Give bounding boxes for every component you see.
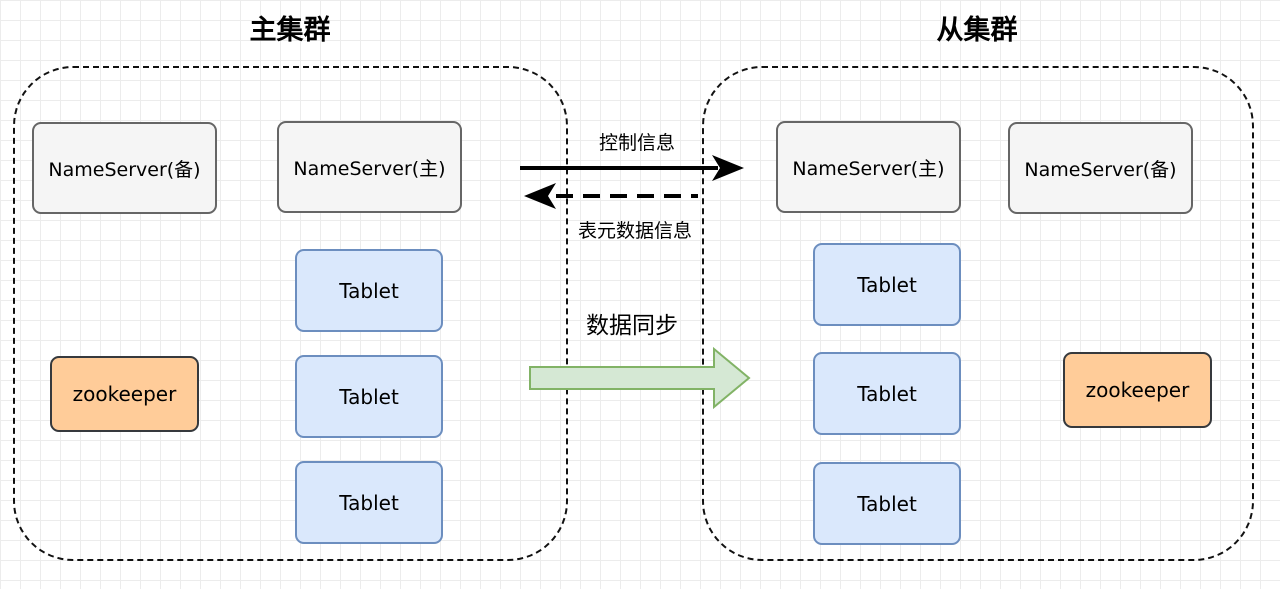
secondary-nameserver-master[interactable]: NameServer(主) [776,121,961,213]
primary-cluster-title: 主集群 [249,15,331,46]
secondary-nameserver-backup[interactable]: NameServer(备) [1008,122,1193,214]
data-sync-arrow[interactable] [529,346,751,410]
secondary-tablet-3[interactable]: Tablet [813,462,961,545]
control-info-label: 控制信息 [598,132,675,154]
secondary-zookeeper[interactable]: zookeeper [1063,352,1212,428]
table-metadata-label: 表元数据信息 [577,220,692,242]
primary-nameserver-master[interactable]: NameServer(主) [277,121,462,213]
control-info-arrow[interactable] [520,155,744,181]
table-metadata-arrow[interactable] [524,183,698,209]
primary-zookeeper[interactable]: zookeeper [50,356,199,432]
primary-nameserver-backup[interactable]: NameServer(备) [32,122,217,214]
primary-tablet-2[interactable]: Tablet [295,355,443,438]
primary-cluster[interactable] [13,66,568,561]
primary-tablet-3[interactable]: Tablet [295,461,443,544]
secondary-tablet-2[interactable]: Tablet [813,352,961,435]
secondary-cluster[interactable] [702,66,1254,561]
secondary-cluster-title: 从集群 [936,15,1018,46]
secondary-tablet-1[interactable]: Tablet [813,243,961,326]
data-sync-label: 数据同步 [586,313,678,339]
primary-tablet-1[interactable]: Tablet [295,249,443,332]
